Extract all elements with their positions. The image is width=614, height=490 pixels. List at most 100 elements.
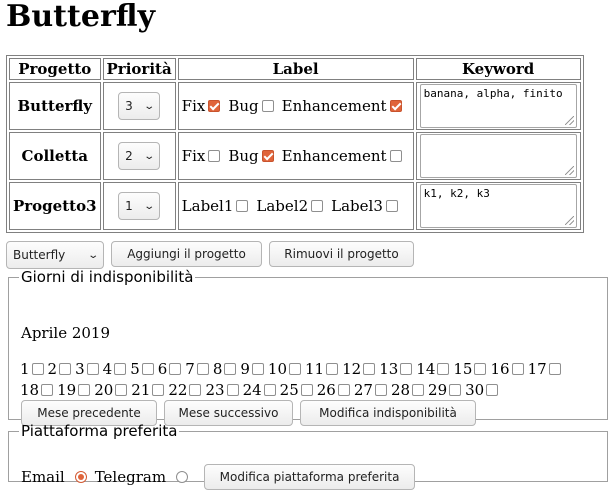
label-checkbox[interactable] bbox=[389, 150, 402, 162]
page-title: Butterfly bbox=[6, 0, 156, 34]
day-checkbox[interactable] bbox=[115, 384, 128, 396]
day-checkbox[interactable] bbox=[474, 363, 487, 375]
day-item: 14 bbox=[416, 359, 453, 380]
day-item: 22 bbox=[168, 380, 205, 401]
chevron-down-icon: ⌄ bbox=[143, 100, 155, 112]
remove-project-button[interactable]: Rimuovi il progetto bbox=[269, 241, 414, 267]
day-checkbox[interactable] bbox=[41, 384, 54, 396]
priority-cell: 2⌄ bbox=[102, 132, 176, 180]
project-select-value: Butterfly bbox=[13, 248, 66, 262]
add-project-button[interactable]: Aggiungi il progetto bbox=[111, 241, 262, 267]
day-checkbox[interactable] bbox=[114, 363, 127, 375]
label-checkbox[interactable] bbox=[389, 100, 402, 112]
day-checkbox[interactable] bbox=[289, 363, 302, 375]
priority-select[interactable]: 3⌄ bbox=[118, 92, 161, 120]
keyword-textarea[interactable] bbox=[419, 134, 577, 178]
header-keyword: Keyword bbox=[415, 58, 581, 80]
day-checkbox[interactable] bbox=[486, 384, 499, 396]
label-checkbox[interactable] bbox=[236, 200, 249, 212]
priority-select[interactable]: 1⌄ bbox=[118, 192, 161, 220]
label-checkbox[interactable] bbox=[261, 100, 274, 112]
day-checkbox[interactable] bbox=[31, 363, 44, 375]
day-checkbox[interactable] bbox=[263, 384, 276, 396]
day-checkbox[interactable] bbox=[251, 363, 264, 375]
day-checkbox[interactable] bbox=[449, 384, 462, 396]
keyword-cell: banana, alpha, finito bbox=[415, 82, 581, 130]
resize-grip-icon[interactable] bbox=[564, 166, 574, 175]
day-number: 24 bbox=[242, 381, 262, 399]
day-checkbox[interactable] bbox=[374, 384, 387, 396]
day-checkbox[interactable] bbox=[412, 384, 425, 396]
day-number: 27 bbox=[353, 381, 373, 399]
day-item: 9 bbox=[240, 359, 268, 380]
day-checkbox[interactable] bbox=[189, 384, 202, 396]
day-checkbox[interactable] bbox=[141, 363, 154, 375]
day-checkbox[interactable] bbox=[224, 363, 237, 375]
day-item: 12 bbox=[342, 359, 379, 380]
keyword-textarea[interactable]: banana, alpha, finito bbox=[419, 84, 577, 128]
day-checkbox[interactable] bbox=[152, 384, 165, 396]
label-text: Bug bbox=[228, 147, 259, 165]
day-number: 28 bbox=[390, 381, 411, 399]
day-number: 29 bbox=[428, 381, 448, 399]
label-checkbox[interactable] bbox=[311, 200, 324, 212]
day-item: 15 bbox=[453, 359, 490, 380]
day-number: 12 bbox=[342, 360, 362, 378]
day-item: 5 bbox=[130, 359, 158, 380]
day-item: 13 bbox=[379, 359, 416, 380]
platform-email-radio[interactable] bbox=[74, 471, 87, 483]
project-select[interactable]: Butterfly ⌄ bbox=[6, 241, 104, 269]
day-number: 8 bbox=[212, 360, 223, 378]
keyword-textarea[interactable]: k1, k2, k3 bbox=[419, 184, 577, 228]
day-checkbox[interactable] bbox=[226, 384, 239, 396]
priority-select[interactable]: 2⌄ bbox=[118, 142, 161, 170]
label-checkbox[interactable] bbox=[261, 150, 274, 162]
day-checkbox[interactable] bbox=[548, 363, 561, 375]
platform-telegram-label: Telegram bbox=[94, 468, 167, 486]
resize-grip-icon[interactable] bbox=[564, 216, 574, 225]
day-number: 17 bbox=[527, 360, 547, 378]
label-text: Fix bbox=[181, 97, 206, 115]
month-label: Aprile 2019 bbox=[21, 324, 111, 342]
label-text: Label2 bbox=[256, 197, 309, 215]
label-checkbox[interactable] bbox=[208, 100, 221, 112]
day-checkbox[interactable] bbox=[78, 384, 91, 396]
day-checkbox[interactable] bbox=[169, 363, 182, 375]
day-checkbox[interactable] bbox=[363, 363, 376, 375]
day-number: 15 bbox=[453, 360, 473, 378]
label-checkbox[interactable] bbox=[208, 150, 221, 162]
label-checkbox[interactable] bbox=[385, 200, 398, 212]
platform-email-label: Email bbox=[21, 468, 65, 486]
header-priorita: Priorità bbox=[102, 58, 176, 80]
label-text: Bug bbox=[228, 97, 259, 115]
day-checkbox[interactable] bbox=[511, 363, 524, 375]
day-checkbox[interactable] bbox=[300, 384, 313, 396]
day-checkbox[interactable] bbox=[437, 363, 450, 375]
day-number: 25 bbox=[279, 381, 299, 399]
previous-month-button[interactable]: Mese precedente bbox=[21, 400, 157, 426]
day-item: 29 bbox=[428, 380, 465, 401]
day-item: 2 bbox=[48, 359, 76, 380]
keyword-text: k1, k2, k3 bbox=[423, 187, 490, 200]
day-checkbox[interactable] bbox=[196, 363, 209, 375]
platform-options: Email Telegram Modifica piattaforma pref… bbox=[21, 464, 416, 490]
priority-cell: 3⌄ bbox=[102, 82, 176, 130]
day-checkbox[interactable] bbox=[86, 363, 99, 375]
resize-grip-icon[interactable] bbox=[564, 116, 574, 125]
day-number: 30 bbox=[465, 381, 485, 399]
day-checkbox[interactable] bbox=[326, 363, 339, 375]
header-label: Label bbox=[177, 58, 414, 80]
day-item: 16 bbox=[490, 359, 527, 380]
day-checkbox[interactable] bbox=[337, 384, 350, 396]
platform-telegram-radio[interactable] bbox=[176, 471, 189, 483]
edit-unavailability-button[interactable]: Modifica indisponibilità bbox=[300, 400, 476, 426]
edit-platform-button[interactable]: Modifica piattaforma preferita bbox=[204, 464, 416, 490]
day-checkbox[interactable] bbox=[59, 363, 72, 375]
keyword-text: banana, alpha, finito bbox=[423, 87, 563, 100]
day-checkbox[interactable] bbox=[400, 363, 413, 375]
day-item: 20 bbox=[94, 380, 131, 401]
next-month-button[interactable]: Mese successivo bbox=[164, 400, 293, 426]
day-number: 1 bbox=[20, 360, 30, 378]
